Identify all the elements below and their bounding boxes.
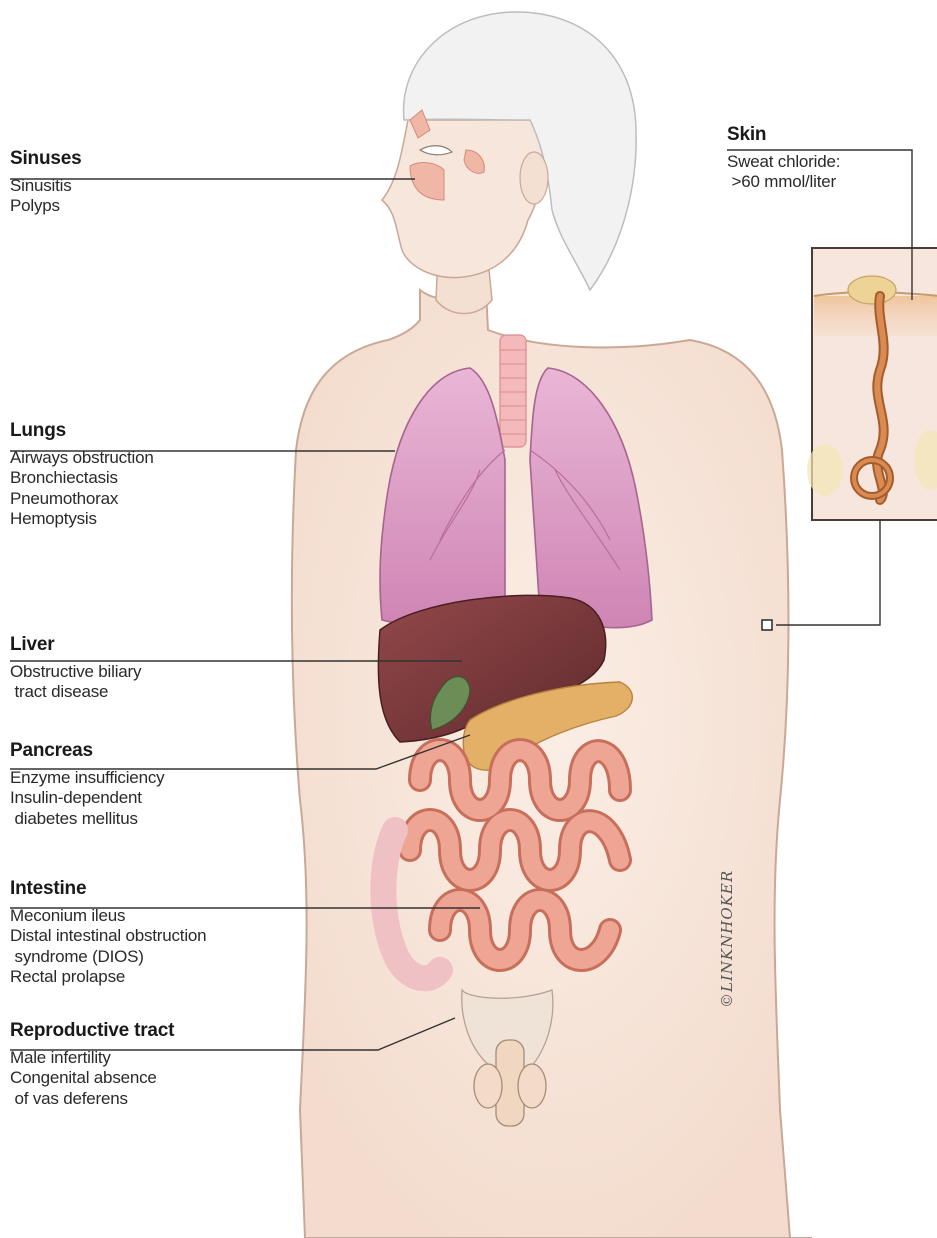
skin-heading: Skin — [727, 124, 840, 146]
lungs-item: Airways obstruction — [10, 448, 154, 468]
intestine-heading: Intestine — [10, 878, 206, 900]
skin-inset — [807, 248, 937, 520]
sinuses-item: Polyps — [10, 196, 81, 216]
sinuses-heading: Sinuses — [10, 148, 81, 170]
lungs-item: Pneumothorax — [10, 489, 154, 509]
liver-item: Obstructive biliary tract disease — [10, 662, 141, 702]
intestine-item: Rectal prolapse — [10, 967, 206, 987]
reproductive-item: Congenital absence of vas deferens — [10, 1068, 174, 1108]
skin-sample-marker — [762, 620, 772, 630]
sinuses-label-group: Sinuses Sinusitis Polyps — [10, 148, 81, 217]
liver-label-group: Liver Obstructive biliary tract disease — [10, 634, 141, 703]
lungs-label-group: Lungs Airways obstruction Bronchiectasis… — [10, 420, 154, 529]
skin-label-group: Skin Sweat chloride: >60 mmol/liter — [727, 124, 840, 193]
pancreas-label-group: Pancreas Enzyme insufficiency Insulin-de… — [10, 740, 164, 829]
reproductive-item: Male infertility — [10, 1048, 174, 1068]
skin-item: Sweat chloride: >60 mmol/liter — [727, 152, 840, 192]
liver-heading: Liver — [10, 634, 141, 656]
sinuses-item: Sinusitis — [10, 176, 81, 196]
illustrator-signature: ©LINKNHOKER — [718, 870, 736, 1008]
intestine-item: Meconium ileus — [10, 906, 206, 926]
pancreas-item: Enzyme insufficiency — [10, 768, 164, 788]
intestine-item: Distal intestinal obstruction syndrome (… — [10, 926, 206, 966]
lungs-heading: Lungs — [10, 420, 154, 442]
intestine-label-group: Intestine Meconium ileus Distal intestin… — [10, 878, 206, 987]
pancreas-heading: Pancreas — [10, 740, 164, 762]
reproductive-label-group: Reproductive tract Male infertility Cong… — [10, 1020, 174, 1109]
head — [382, 12, 636, 314]
trachea — [500, 335, 526, 447]
reproductive-heading: Reproductive tract — [10, 1020, 174, 1042]
pancreas-item: Insulin-dependent diabetes mellitus — [10, 788, 164, 828]
lungs-item: Hemoptysis — [10, 509, 154, 529]
lungs-item: Bronchiectasis — [10, 468, 154, 488]
